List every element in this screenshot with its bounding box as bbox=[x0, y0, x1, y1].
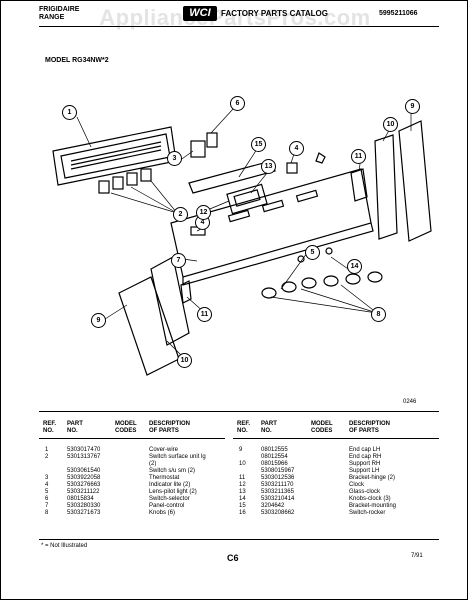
callout-10b: 10 bbox=[177, 353, 192, 368]
right-header-desc: DESCRIPTION OF PARTS bbox=[349, 421, 391, 434]
callout-12: 12 bbox=[196, 205, 211, 220]
switch-parts bbox=[98, 132, 218, 194]
callout-3: 3 bbox=[167, 151, 182, 166]
callout-14: 14 bbox=[347, 259, 362, 274]
brand-line1: FRIGIDAIRE bbox=[39, 6, 80, 13]
left-header-desc: DESCRIPTION OF PARTS bbox=[149, 421, 191, 434]
lens-part bbox=[315, 152, 326, 164]
watermark: AppliancePartsPros.com bbox=[99, 5, 371, 30]
callout-7: 7 bbox=[171, 253, 186, 268]
catalog-title: FACTORY PARTS CATALOG bbox=[221, 9, 328, 18]
callout-11a: 11 bbox=[351, 149, 366, 164]
wci-logo: WCI bbox=[183, 6, 217, 21]
right-header-part: PART NO. bbox=[261, 421, 277, 434]
catalog-date: 7/91 bbox=[411, 553, 423, 559]
not-illustrated-note: * = Not Illustrated bbox=[41, 543, 88, 549]
indicator-lite-part bbox=[286, 162, 298, 174]
brand-line2: RANGE bbox=[39, 14, 65, 21]
cover-wire-part bbox=[52, 126, 177, 186]
callout-4b: 4 bbox=[289, 141, 304, 156]
header-rule bbox=[39, 26, 439, 27]
knob-parts bbox=[261, 247, 383, 299]
drawing-number: 0246 bbox=[403, 399, 417, 405]
exploded-parts-diagram bbox=[52, 108, 432, 376]
callout-15: 15 bbox=[251, 137, 266, 152]
callout-9a: 9 bbox=[405, 99, 420, 114]
model-label: MODEL RG34NW*2 bbox=[45, 57, 109, 64]
callout-5: 5 bbox=[305, 245, 320, 260]
table-top-rule bbox=[39, 411, 439, 412]
catalog-number: 5995211066 bbox=[379, 10, 418, 17]
callout-11b: 11 bbox=[197, 307, 212, 322]
callout-9b: 9 bbox=[91, 313, 106, 328]
callout-13: 13 bbox=[261, 159, 276, 174]
right-header-model: MODEL CODES bbox=[311, 421, 333, 434]
right-header-rule bbox=[233, 438, 439, 439]
callout-8: 8 bbox=[371, 307, 386, 322]
table-bottom-rule bbox=[39, 539, 439, 540]
left-header-part: PART NO. bbox=[67, 421, 83, 434]
callout-1: 1 bbox=[62, 105, 77, 120]
left-header-rule bbox=[39, 438, 225, 439]
clock-assembly bbox=[188, 160, 276, 215]
left-header-model: MODEL CODES bbox=[115, 421, 137, 434]
left-header-ref: REF. NO. bbox=[43, 421, 57, 434]
right-header-ref: REF. NO. bbox=[237, 421, 251, 434]
callout-2: 2 bbox=[173, 207, 188, 222]
callout-6: 6 bbox=[230, 96, 245, 111]
callout-10a: 10 bbox=[383, 117, 398, 132]
page-number: C6 bbox=[227, 553, 239, 563]
